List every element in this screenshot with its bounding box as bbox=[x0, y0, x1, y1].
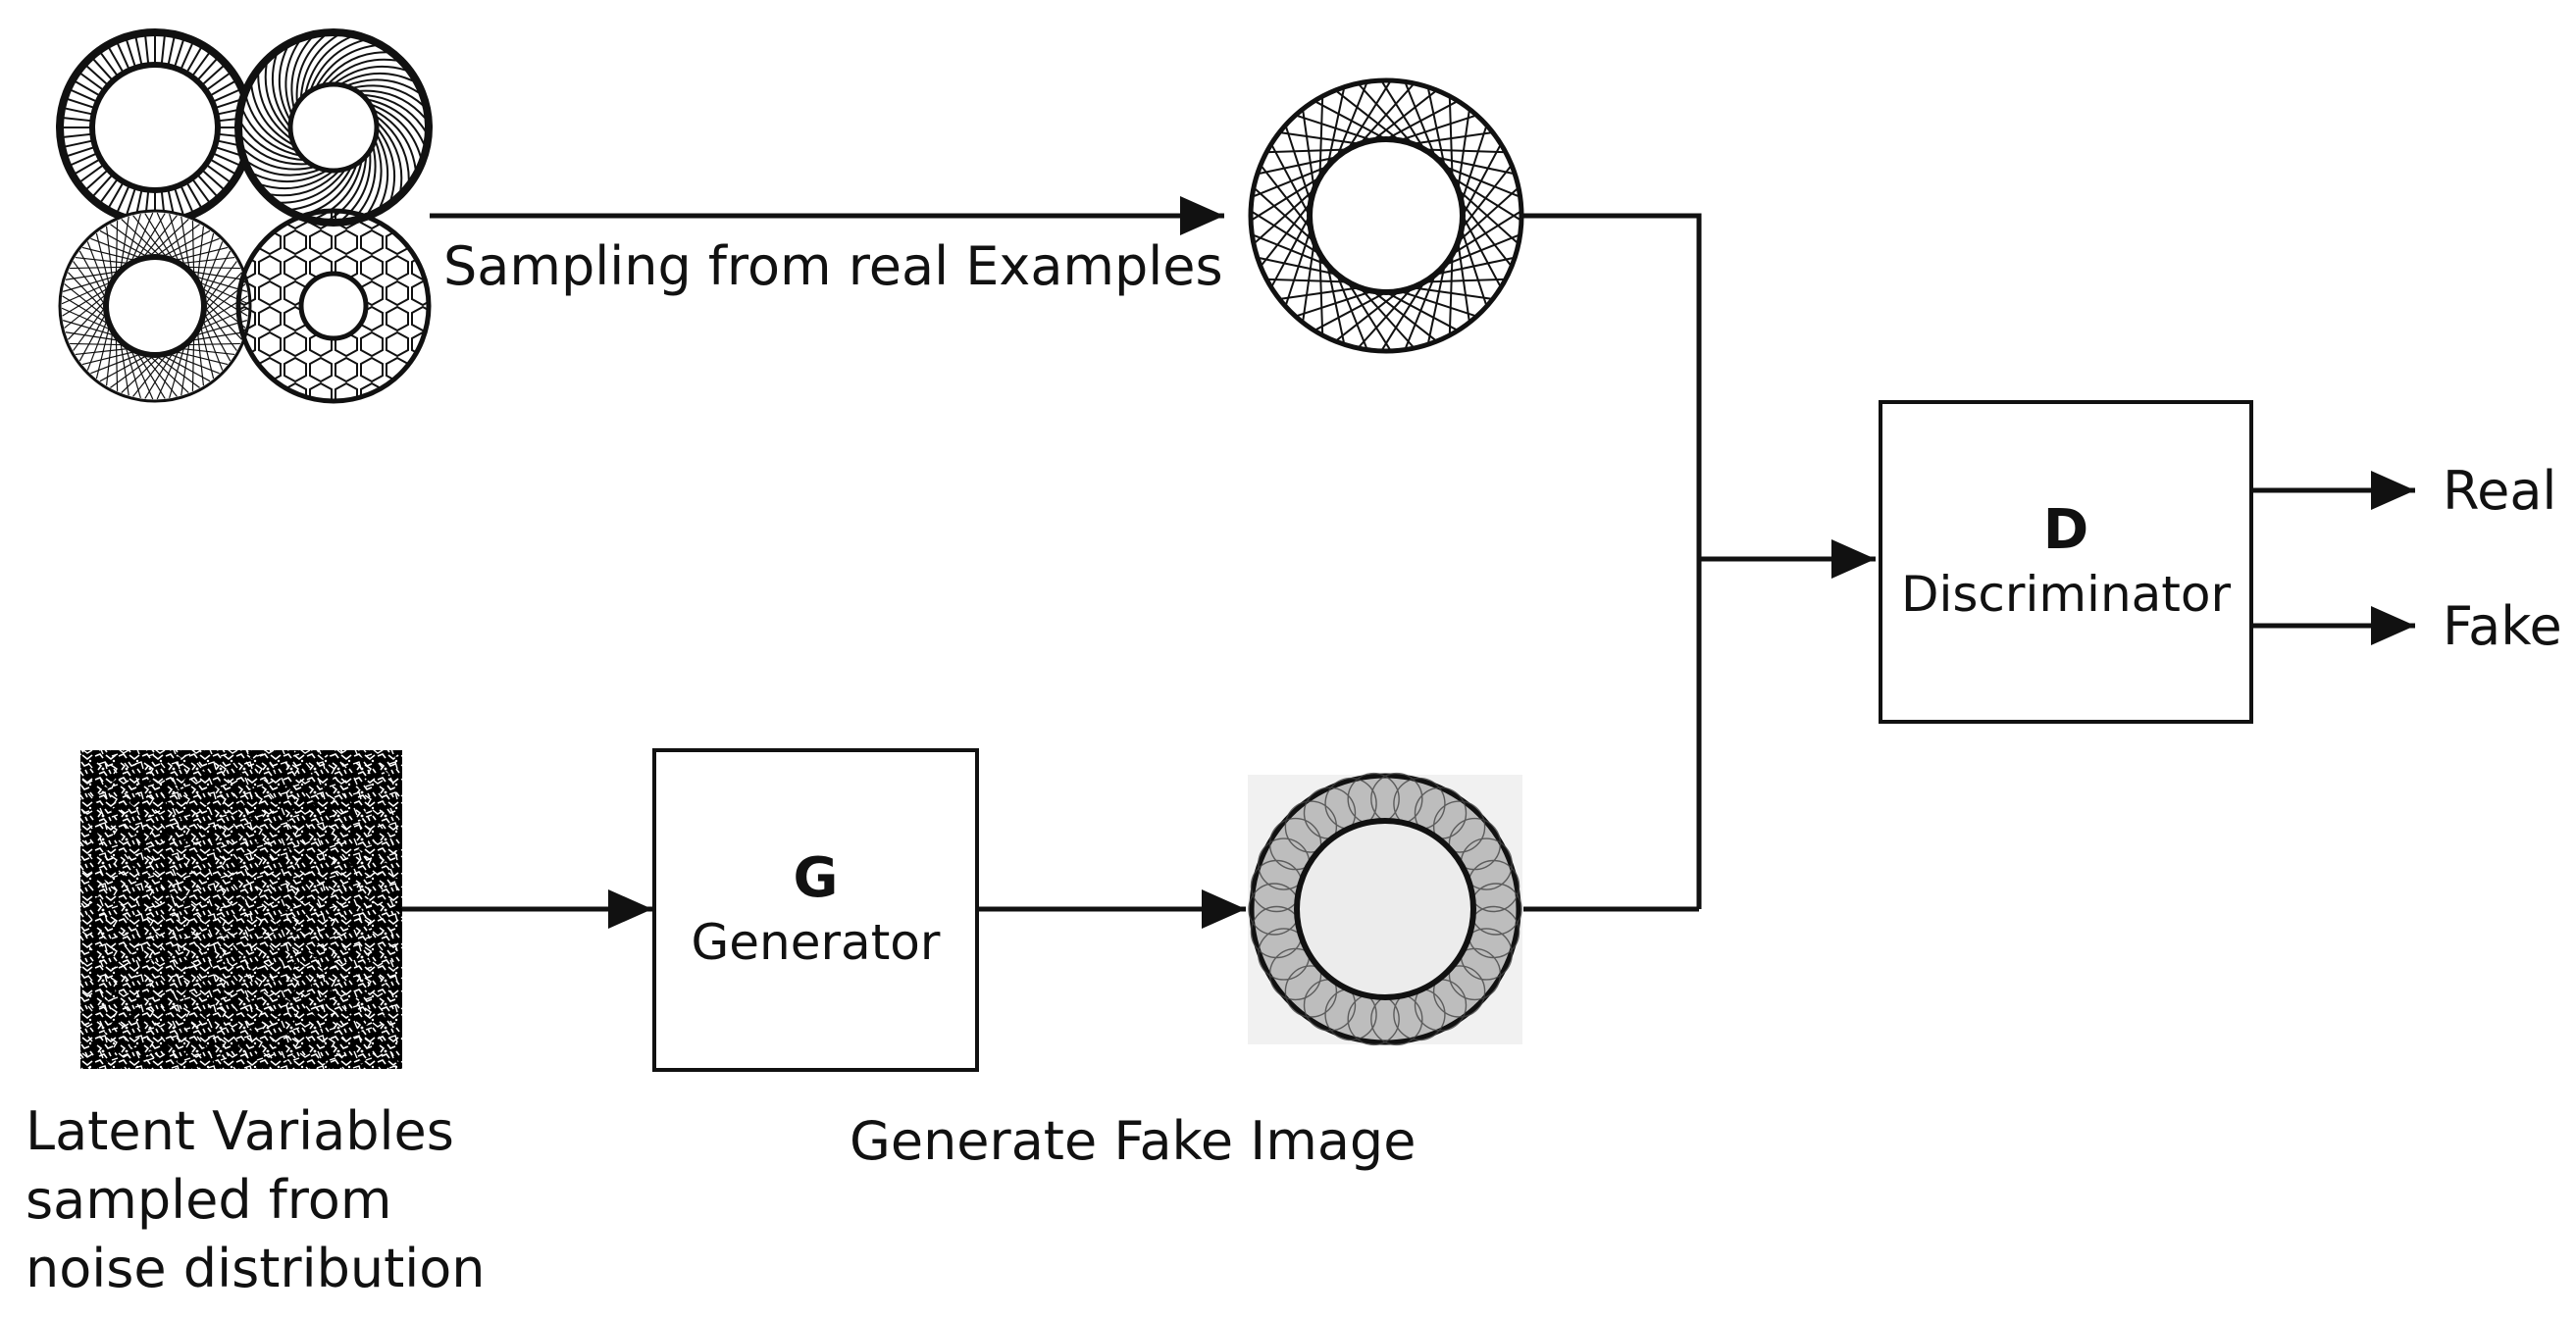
discriminator-symbol: D bbox=[2042, 498, 2089, 562]
fake-output-label: Fake bbox=[2443, 595, 2562, 657]
noise-label-line-2: sampled from bbox=[26, 1169, 392, 1231]
generator-name: Generator bbox=[691, 914, 941, 971]
noise-label-line-1: Latent Variables bbox=[26, 1100, 454, 1162]
discriminator-block: D Discriminator bbox=[1879, 400, 2253, 724]
noise-label-line-3: noise distribution bbox=[26, 1238, 486, 1299]
real-examples-icon-mesh bbox=[58, 209, 252, 403]
noise-image-icon bbox=[80, 750, 402, 1069]
real-examples-icon-swirl bbox=[234, 28, 433, 227]
sampled-real-image-icon bbox=[1248, 77, 1524, 354]
generator-block: G Generator bbox=[652, 748, 979, 1072]
discriminator-name: Discriminator bbox=[1900, 566, 2232, 623]
real-to-junction-line bbox=[1523, 213, 1702, 909]
generator-symbol: G bbox=[793, 846, 839, 910]
real-examples-icon-hex bbox=[235, 208, 432, 404]
real-examples-icon bbox=[56, 28, 254, 227]
sampling-label: Sampling from real Examples bbox=[443, 235, 1223, 297]
real-output-label: Real bbox=[2443, 460, 2557, 522]
fake-image-icon bbox=[1248, 772, 1522, 1046]
generate-fake-caption: Generate Fake Image bbox=[850, 1110, 1417, 1172]
